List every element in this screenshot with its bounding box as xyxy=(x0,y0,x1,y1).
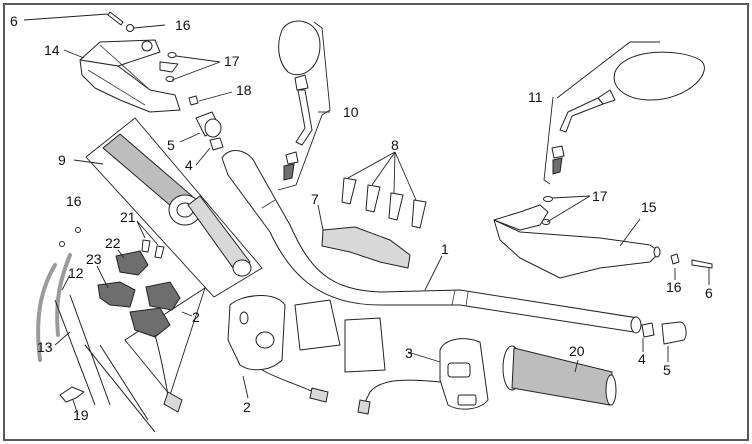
right-mirror-bracket xyxy=(556,41,660,99)
callout-5-left: 5 xyxy=(167,137,175,153)
callout-13: 13 xyxy=(37,339,53,355)
callout-6-left: 6 xyxy=(10,13,18,29)
cable-clip-19 xyxy=(59,386,85,403)
right-switch xyxy=(227,295,329,403)
housing-part xyxy=(145,281,181,311)
throttle-cables xyxy=(36,227,156,433)
right-mirror-leader xyxy=(543,96,554,185)
right-mirror xyxy=(551,51,705,175)
callout-16-left: 16 xyxy=(175,17,191,33)
left-mirror-bracket xyxy=(277,21,331,191)
callout-6-right: 6 xyxy=(705,285,713,301)
callout-17-right: 17 xyxy=(592,188,608,204)
switch-group-box xyxy=(124,286,206,396)
callout-4-left: 4 xyxy=(185,157,193,173)
washers-17-left xyxy=(165,52,177,82)
callout-1: 1 xyxy=(441,241,449,257)
clamp-screws-8 xyxy=(341,177,427,229)
callout-3: 3 xyxy=(405,345,413,361)
callout-18: 18 xyxy=(236,82,252,98)
right-handguard xyxy=(493,204,661,279)
housing-cover-22 xyxy=(115,250,149,276)
bar-end-insert-right xyxy=(641,322,655,338)
diagram-frame xyxy=(3,3,749,441)
callout-7: 7 xyxy=(311,191,319,207)
left-handguard xyxy=(79,39,181,113)
callout-16-right: 16 xyxy=(666,279,682,295)
switch-housing-lower xyxy=(129,307,171,338)
callout-20: 20 xyxy=(569,343,585,359)
throttle-grip-group-box xyxy=(85,117,263,298)
callout-4-right: 4 xyxy=(638,351,646,367)
callout-12: 12 xyxy=(68,265,84,281)
bar-end-weight-right xyxy=(661,321,687,345)
callout-19: 19 xyxy=(73,407,89,423)
callout-8: 8 xyxy=(391,137,399,153)
throttle-grip xyxy=(102,133,252,277)
bar-end-weight-left xyxy=(195,111,222,138)
leader-lines xyxy=(23,13,710,416)
handlebar xyxy=(221,150,642,334)
throttle-housing-23 xyxy=(97,281,136,308)
left-mirror xyxy=(278,20,321,181)
callout-17-left: 17 xyxy=(224,53,240,69)
left-grip xyxy=(502,345,617,406)
screw-6-right xyxy=(691,259,713,269)
lower-clamps xyxy=(294,299,386,373)
callout-11: 11 xyxy=(528,89,543,105)
nut-16-left xyxy=(126,24,134,32)
callout-2-group: 2 xyxy=(192,309,200,325)
callout-23: 23 xyxy=(86,251,102,267)
left-switch xyxy=(357,338,489,415)
screw-18 xyxy=(188,95,199,106)
switch-wire xyxy=(154,334,169,396)
screw-6-left xyxy=(107,11,124,26)
callout-5-right: 5 xyxy=(663,362,671,378)
callout-2-switch: 2 xyxy=(243,399,251,415)
callout-10: 10 xyxy=(343,104,359,120)
bar-end-insert-left xyxy=(209,137,224,151)
washers-17-right xyxy=(541,196,553,225)
callout-22: 22 xyxy=(105,235,121,251)
callout-14: 14 xyxy=(44,42,60,58)
callout-labels: 6 16 14 17 18 5 4 9 16 21 22 23 12 13 2 … xyxy=(10,13,713,423)
screws-21 xyxy=(141,239,165,259)
callout-21: 21 xyxy=(120,209,136,225)
switch-connector xyxy=(163,391,183,413)
nut-16-right xyxy=(670,253,680,265)
handlebar-clamp-7 xyxy=(321,226,411,269)
callout-16-mid: 16 xyxy=(66,193,82,209)
callout-15: 15 xyxy=(641,199,657,215)
callout-9: 9 xyxy=(58,152,66,168)
